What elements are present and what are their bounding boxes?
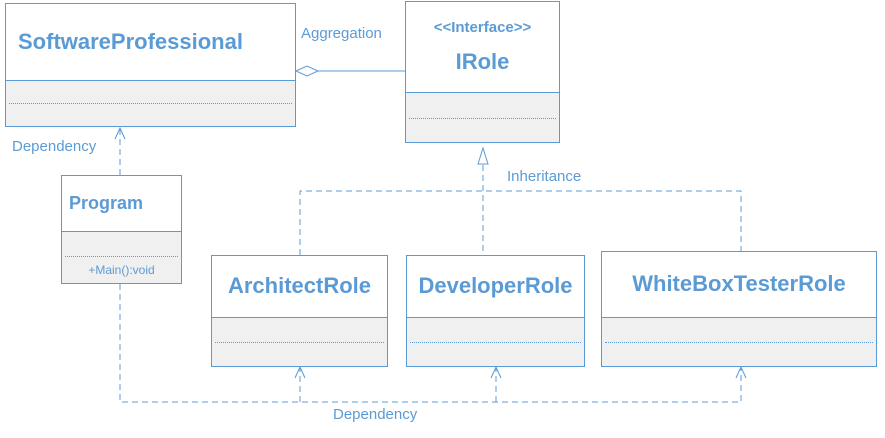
- class-header: <<Interface>> IRole: [406, 2, 559, 92]
- class-header: DeveloperRole: [407, 256, 584, 317]
- class-operation-main: +Main():void: [88, 263, 155, 277]
- class-members-compartment: [406, 92, 559, 142]
- class-whitebox-tester-role[interactable]: WhiteBoxTesterRole: [601, 251, 877, 367]
- class-members-compartment: [407, 317, 584, 366]
- compartment-divider: [65, 256, 178, 257]
- class-header: ArchitectRole: [212, 256, 387, 317]
- class-stereotype: <<Interface>>: [433, 18, 532, 36]
- class-name: DeveloperRole: [418, 273, 573, 299]
- class-irole[interactable]: <<Interface>> IRole: [405, 1, 560, 143]
- class-header: Program: [62, 176, 181, 231]
- class-program[interactable]: Program +Main():void: [61, 175, 182, 284]
- compartment-divider: [9, 103, 292, 104]
- class-architect-role[interactable]: ArchitectRole: [211, 255, 388, 367]
- class-developer-role[interactable]: DeveloperRole: [406, 255, 585, 367]
- inheritance-label: Inheritance: [507, 168, 582, 185]
- dependency-developer-arrowhead: [490, 365, 502, 379]
- aggregation-label: Aggregation: [301, 25, 382, 42]
- class-header: WhiteBoxTesterRole: [602, 252, 876, 317]
- class-name: WhiteBoxTesterRole: [632, 271, 846, 297]
- class-name: SoftwareProfessional: [18, 28, 243, 54]
- class-name: IRole: [455, 49, 510, 75]
- dependency-program-arrowhead: [114, 126, 126, 140]
- class-name: Program: [69, 192, 144, 213]
- dependency-roles-label: Dependency: [333, 406, 418, 423]
- class-software-professional[interactable]: SoftwareProfessional: [5, 3, 296, 127]
- dependency-whitebox-arrowhead: [735, 365, 747, 379]
- class-members-compartment: [212, 317, 387, 366]
- class-name: ArchitectRole: [227, 273, 372, 299]
- compartment-divider: [409, 118, 556, 119]
- aggregation-diamond: [294, 65, 320, 77]
- inheritance-branch-line: [299, 190, 742, 255]
- dependency-architect-arrowhead: [294, 365, 306, 379]
- dependency-program-label: Dependency: [12, 138, 97, 155]
- compartment-divider: [215, 342, 384, 343]
- class-header: SoftwareProfessional: [6, 4, 295, 80]
- class-members-compartment: [602, 317, 876, 366]
- compartment-divider: [410, 342, 581, 343]
- class-members-compartment: [6, 80, 295, 126]
- inheritance-arrowhead: [477, 146, 489, 165]
- class-members-compartment: +Main():void: [62, 231, 181, 283]
- compartment-divider: [605, 342, 873, 343]
